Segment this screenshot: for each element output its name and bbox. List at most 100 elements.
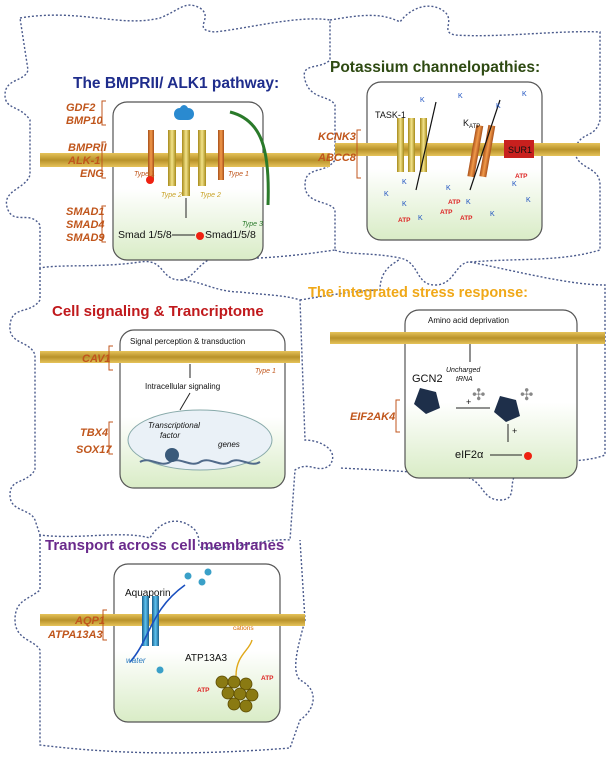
nucleus [127,409,273,471]
aquaporin-channel-b [152,596,159,646]
svg-text:ATP: ATP [440,209,453,216]
tf-label-1: Transcriptional [148,421,200,430]
stress-panel: The integrated stress response: Amino ac… [308,285,605,479]
eif2a-label: eIF2α [455,449,484,461]
smad-right-label: Smad1/5/8 [205,229,256,241]
water-molecule-3 [204,568,212,576]
svg-text:K: K [418,215,423,222]
gene-gdf2: GDF2 [66,102,95,114]
cs-arrow-2 [179,392,191,411]
cell-signaling-panel: Cell signaling & Trancriptome Signal per… [40,303,300,489]
gene-bmprii: BMPRII [68,142,107,154]
svg-text:K: K [384,191,389,198]
atp13a3-complex-icon [215,675,259,713]
katp-label: KATP [463,118,480,130]
atp-labels: ATP ATP ATP ATP ATP [398,173,528,224]
svg-text:K: K [420,97,425,104]
transport-membrane [40,614,305,626]
cs-bracket-1 [108,345,113,371]
task1-channel-a [397,118,404,172]
water-molecule-1 [184,572,192,580]
svg-text:ATP: ATP [398,217,411,224]
transport-title: Transport across cell membranes [45,537,284,554]
potassium-title: Potassium channelopathies: [330,59,540,76]
aquaporin-label: Aquaporin [125,588,171,599]
sur1-box [504,140,534,158]
type3-coreceptor [229,110,270,206]
bmpr-bracket-1 [101,100,106,126]
gene-cav1: CAV1 [82,353,111,365]
potassium-cell [366,81,543,241]
svg-text:K: K [496,103,501,110]
gene-eif2ak4: EIF2AK4 [350,411,395,423]
svg-text:K: K [522,91,527,98]
transport-bracket [102,609,107,641]
svg-text:ATP: ATP [460,215,473,222]
gene-atpa13a3: ATPA13A3 [47,629,103,641]
stress-title: The integrated stress response: [308,285,528,301]
svg-text:K: K [490,211,495,218]
gene-smad9: SMAD9 [66,232,105,244]
dna-strand [139,459,261,465]
gcn2-label: GCN2 [412,373,443,385]
cation-arrow [235,639,253,677]
k-ions: K K K K K K K K K K K K K [384,91,531,222]
water-label: water [126,656,146,665]
transport-panel: Transport across cell membranes Aquapori… [40,537,305,723]
gene-alk1: ALK-1 [67,155,100,167]
water-molecule-2 [198,578,206,586]
type2-right-label: Type 2 [200,192,221,199]
smad-left-label: Smad 1/5/8 [118,229,172,241]
phospho-eif2a-icon [524,452,532,460]
type2-left-label: Type 2 [161,192,182,199]
amino-label: Amino acid deprivation [428,316,509,325]
cs-bracket-2 [108,421,113,455]
type1-right-label: Type 1 [228,171,249,178]
atp13a3-label: ATP13A3 [185,653,227,664]
gene-sox17: SOX17 [76,444,112,456]
water-molecule-4 [156,666,164,674]
gcn2-icon [414,388,440,414]
bmpr-panel: The BMPRII/ ALK1 pathway: Type 1 Type 2 … [40,75,330,261]
uncharged-label-2: tRNA [456,376,473,383]
type2-receptor-right [198,130,206,186]
katp-channel-b [479,124,496,178]
type2-receptor-left [168,130,176,186]
genes-label: genes [218,440,240,449]
task1-channel-b [408,118,415,172]
bmpr-bracket-2 [101,141,106,179]
type1-receptor-right [218,130,224,180]
aquaporin-channel-a [142,596,149,646]
gene-aqp1: AQP1 [74,615,105,627]
gene-smad4: SMAD4 [66,219,105,231]
tf-label-2: factor [160,431,180,440]
trna-icon-2: ✣ [520,387,533,404]
svg-text:K: K [512,181,517,188]
trna-icon-1: ✣ [472,387,485,404]
sur1-label: SUR1 [508,145,532,155]
stress-plus-2: + [512,426,517,436]
type1-receptor-left [148,130,154,180]
svg-text:K: K [526,197,531,204]
signal-label: Signal perception & transduction [130,337,245,346]
tf-blob-icon [165,448,179,462]
svg-text:K: K [446,185,451,192]
potassium-membrane [335,143,600,156]
gene-tbx4: TBX4 [80,427,108,439]
svg-text:ATP: ATP [515,173,528,180]
atp-label-2: ATP [261,675,274,682]
intracellular-label: Intracellular signaling [145,382,220,391]
svg-text:K: K [458,93,463,100]
gene-abcc8: ABCC8 [317,152,357,164]
gene-smad1: SMAD1 [66,206,105,218]
stress-cell [404,309,578,479]
svg-text:K: K [402,179,407,186]
uncharged-label-1: Uncharged [446,367,481,374]
atp-label-1: ATP [197,687,210,694]
gene-eng: ENG [80,168,104,180]
cations-label: cations [233,625,254,632]
bmpr-bracket-3 [101,205,106,243]
katp-arrow [469,99,501,191]
gene-bmp10: BMP10 [66,115,104,127]
